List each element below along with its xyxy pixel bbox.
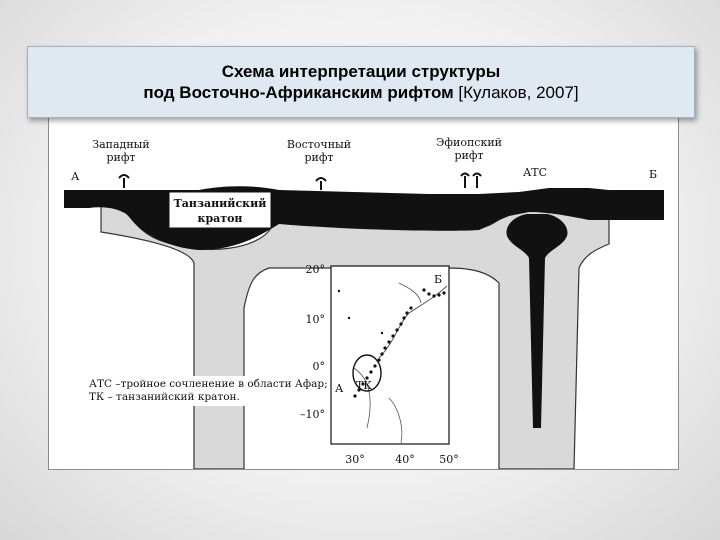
eastern-rift-marker (315, 177, 327, 190)
title-citation: [Кулаков, 2007] (453, 83, 579, 102)
tanzanian-craton-outline (352, 354, 382, 392)
lat-tick-minus-10: –10° (300, 408, 325, 421)
craton-label-line1: Танзанийский (174, 197, 267, 210)
inset-map: Б А ТК 20° 10° 0° –10° 30° 40° 50° (300, 263, 459, 466)
caption-line2: ТК – танзанийский кратон. (89, 391, 240, 403)
ethiopian-rift-label-line1: Эфиопский (436, 136, 502, 149)
lon-tick-50: 50° (439, 453, 459, 466)
seismicity-dots (337, 288, 446, 398)
lat-tick-10: 10° (306, 313, 326, 326)
caption-background (87, 376, 319, 406)
lat-tick-20: 20° (306, 263, 326, 276)
title-line-1: Схема интерпретации структуры (221, 62, 501, 81)
inset-tk-label: ТК (356, 379, 372, 392)
ethiopian-rift-label-line2: рифт (454, 149, 483, 162)
schema-svg: Танзанийский кратон А Б Западный (64, 136, 664, 469)
profile-start-label: А (71, 170, 80, 183)
inset-point-b: Б (434, 273, 442, 286)
western-rift-label-line1: Западный (92, 138, 150, 151)
western-rift-label-line2: рифт (106, 151, 135, 164)
craton-label-box (168, 191, 272, 229)
craton-label-line2: кратон (198, 212, 243, 225)
eastern-rift-label-line1: Восточный (287, 138, 351, 151)
western-rift-marker (118, 174, 130, 188)
eastern-rift-label-line2: рифт (304, 151, 333, 164)
ats-label: АТС (523, 166, 547, 179)
schema-figure: Танзанийский кратон А Б Западный (48, 107, 679, 470)
lon-tick-40: 40° (395, 453, 415, 466)
title-main-text: под Восточно-Африканским рифтом (143, 83, 454, 102)
title-box: Схема интерпретации структуры под Восточ… (27, 46, 695, 118)
mantle-plume (506, 214, 568, 428)
ethiopian-rift-marker (460, 172, 482, 188)
title-line-2: под Восточно-Африканским рифтом [Кулаков… (143, 82, 578, 103)
caption-line1: АТС –тройное сочленение в области Афар; (89, 378, 328, 390)
inset-point-a: А (335, 382, 344, 395)
lon-tick-30: 30° (345, 453, 365, 466)
profile-end-label: Б (649, 168, 657, 181)
lat-tick-0: 0° (313, 360, 326, 373)
